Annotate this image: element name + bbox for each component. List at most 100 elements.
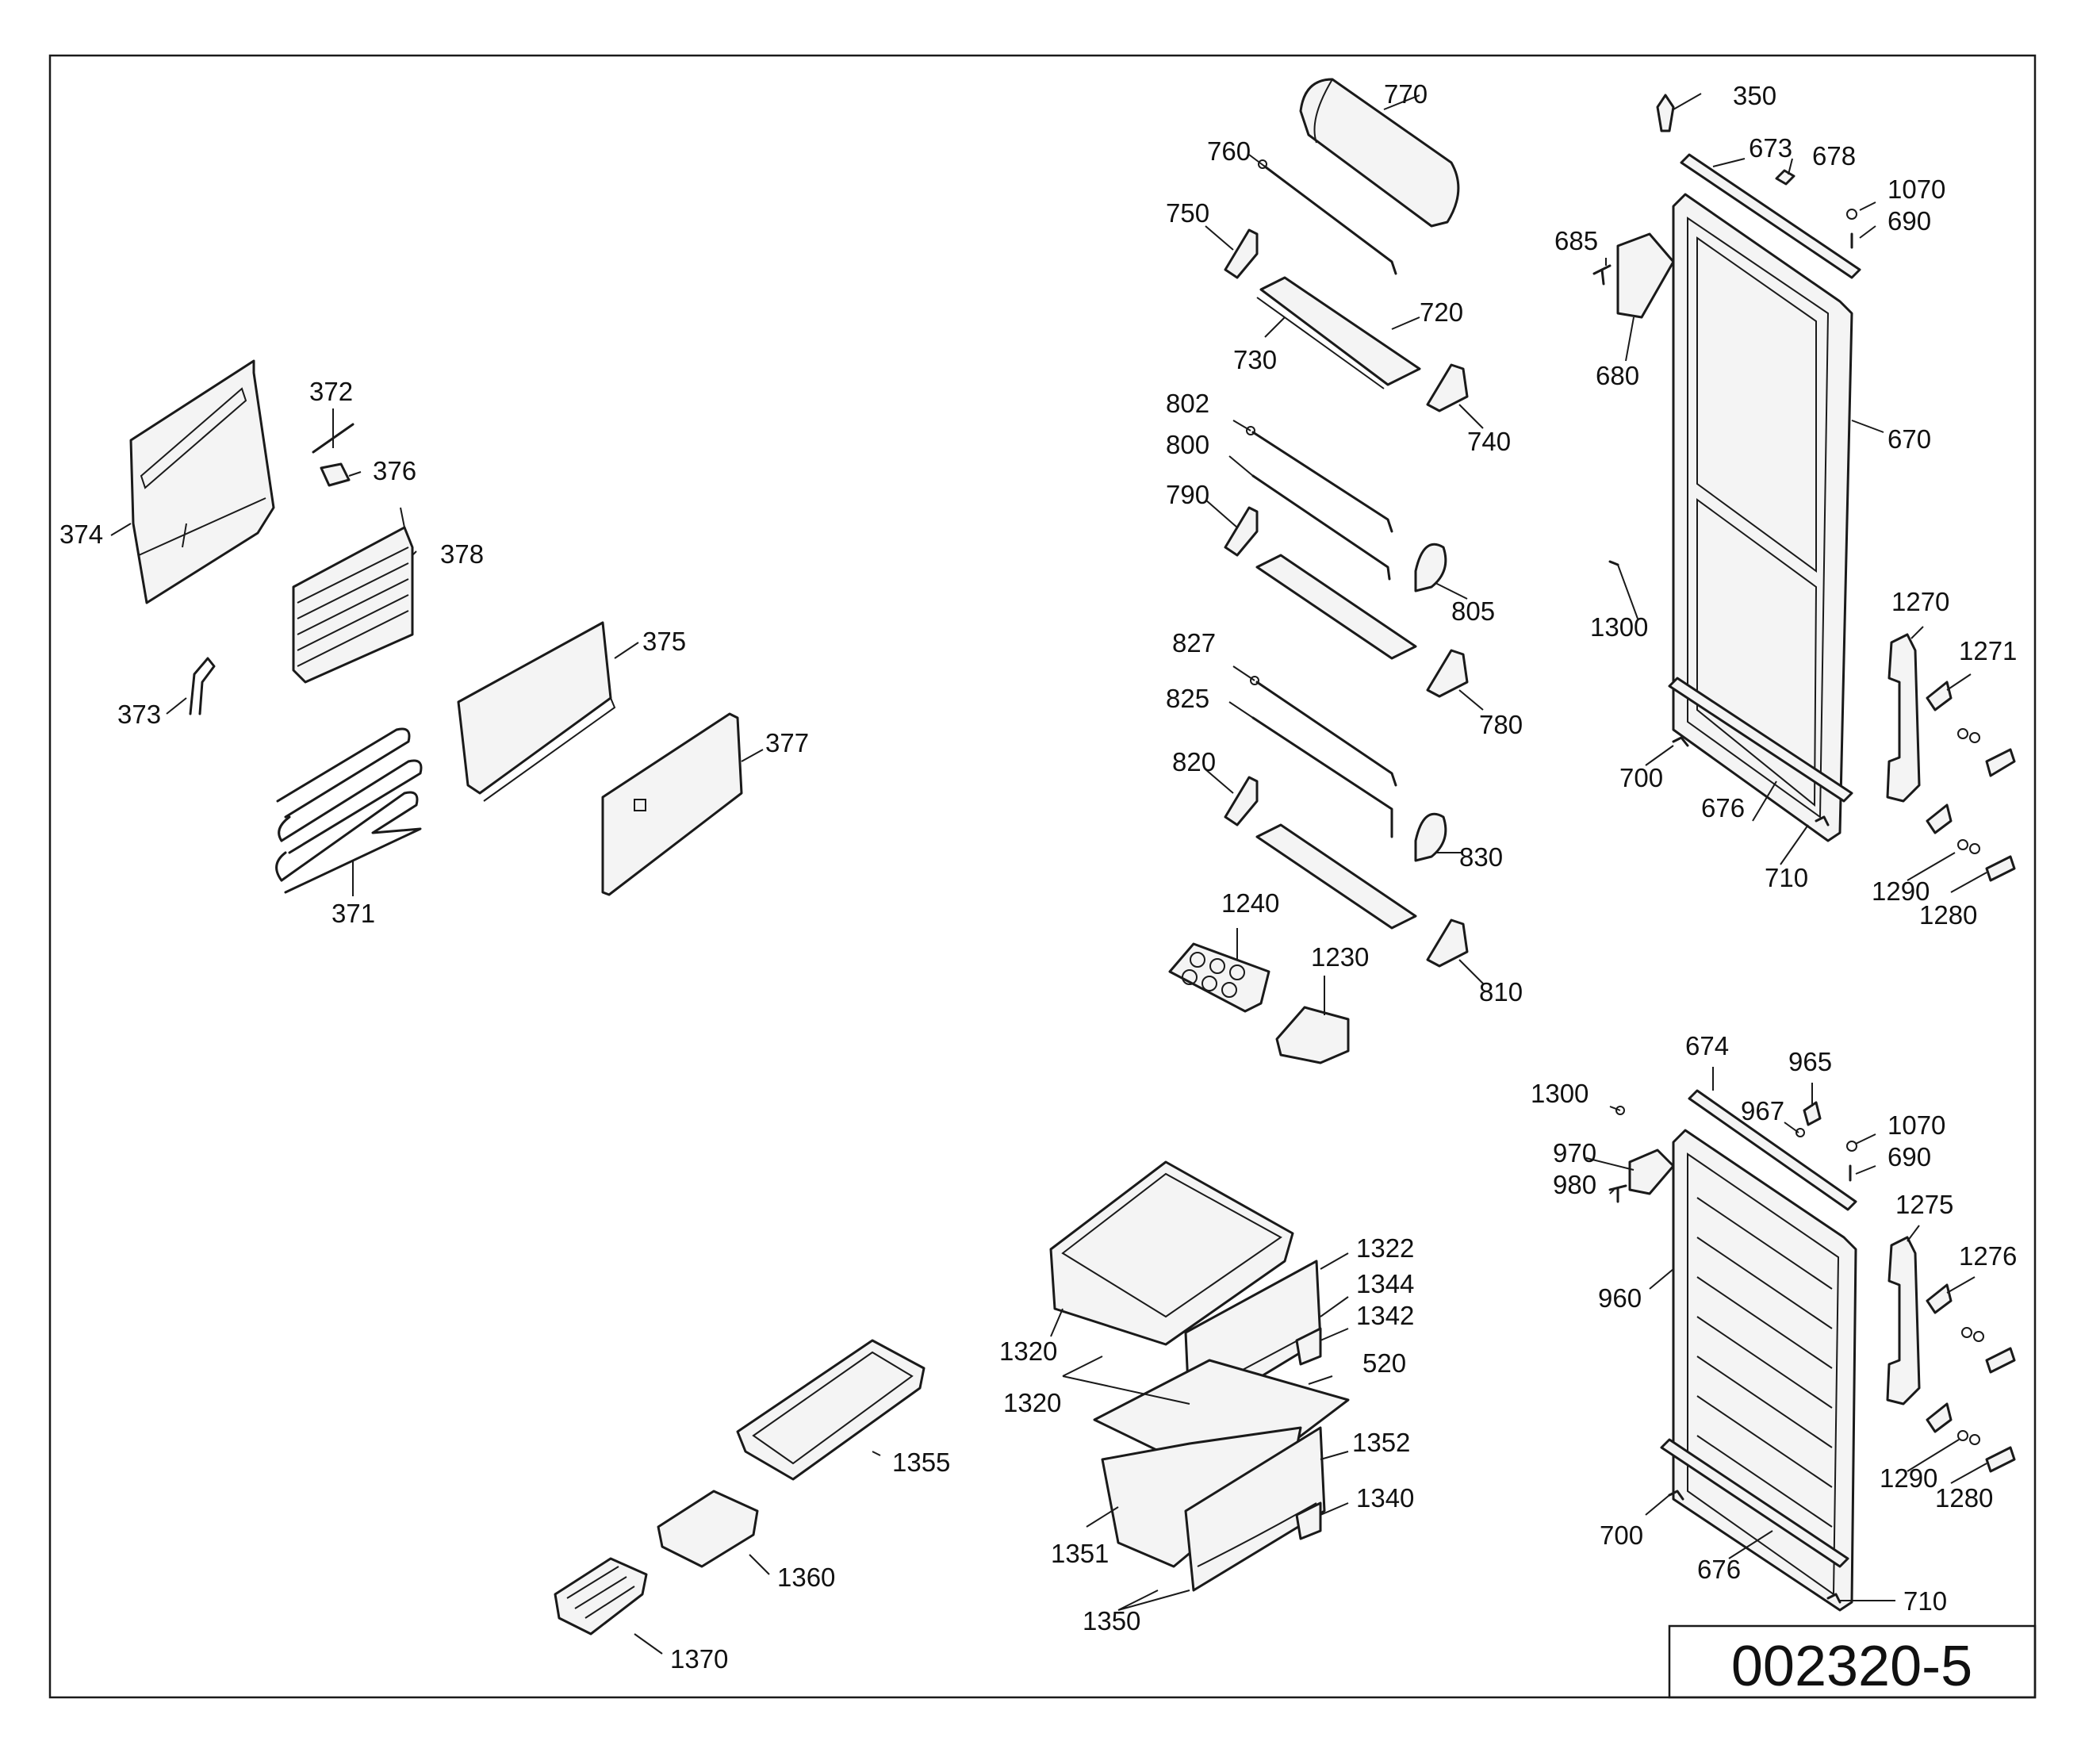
part-800-rod: [1251, 474, 1391, 581]
part-1352-drawer-front: [1184, 1426, 1326, 1592]
callout-1322: 1322: [1356, 1233, 1414, 1263]
part-820-bracket: [1224, 776, 1259, 826]
callout-520: 520: [1362, 1348, 1406, 1378]
callout-810: 810: [1479, 977, 1523, 1007]
drawers-group: [554, 1160, 1350, 1636]
callout-1300-lower: 1300: [1531, 1079, 1589, 1108]
part-1070-plug-lower: [1846, 1141, 1857, 1152]
callout-371: 371: [332, 899, 375, 928]
callout-1300: 1300: [1590, 612, 1648, 642]
callout-1352: 1352: [1352, 1428, 1410, 1457]
part-674-top-strip: [1688, 1089, 1857, 1211]
part-790-bracket: [1224, 506, 1259, 557]
callout-673: 673: [1749, 133, 1792, 163]
part-1230-butter-dish: [1275, 1006, 1350, 1064]
part-shelf-glass-3: [1255, 823, 1417, 930]
callout-1320-second: 1320: [1003, 1388, 1061, 1417]
part-970-hinge: [1628, 1149, 1675, 1195]
callout-350: 350: [1733, 81, 1776, 110]
part-1300-pin-lower: [1615, 1106, 1625, 1115]
callout-960: 960: [1598, 1283, 1642, 1313]
callout-1290: 1290: [1872, 876, 1930, 906]
part-685-screw: [1592, 264, 1612, 286]
part-1280-cap: [1985, 748, 2016, 777]
callout-750: 750: [1166, 198, 1209, 228]
part-760-rod: [1263, 165, 1397, 275]
part-1342-label: [1295, 1327, 1322, 1366]
callout-830: 830: [1459, 842, 1503, 872]
part-740-bracket: [1426, 363, 1469, 412]
callout-678: 678: [1812, 141, 1856, 171]
part-1271-bracket-lower: [1926, 803, 1953, 834]
lower-door-group: [1608, 1089, 2016, 1612]
callout-965: 965: [1788, 1047, 1832, 1076]
part-802-rod: [1251, 431, 1393, 533]
fridge-shelves-group: [1168, 78, 1469, 1064]
upper-door-group: [1592, 94, 2016, 882]
callout-730: 730: [1233, 345, 1277, 374]
part-1270-hinge: [1886, 633, 1921, 803]
callout-labels: 770 760 750 720 730 740 802 800 790 805 …: [59, 79, 2017, 1674]
part-670-door: [1672, 193, 1853, 842]
callout-700: 700: [1619, 763, 1663, 792]
document-number: 002320-5: [1731, 1635, 1972, 1698]
title-block: [1668, 1624, 2037, 1699]
part-1280-cap-door2: [1985, 1347, 2016, 1374]
part-1280-cap-lower: [1985, 855, 2016, 882]
callout-760: 760: [1207, 136, 1251, 166]
callout-820: 820: [1172, 747, 1216, 777]
part-827-rod: [1255, 681, 1397, 787]
part-373-fitting: [189, 657, 216, 715]
callout-1360: 1360: [777, 1563, 835, 1592]
part-710-clip-lower: [1826, 1593, 1841, 1604]
part-805-clip: [1414, 543, 1447, 592]
callout-690: 690: [1887, 206, 1931, 236]
callout-372: 372: [309, 377, 353, 406]
part-377-panel: [601, 712, 743, 896]
callout-1351: 1351: [1051, 1539, 1109, 1568]
callout-1290-lower: 1290: [1880, 1463, 1937, 1493]
callout-802: 802: [1166, 389, 1209, 418]
part-375-cover: [457, 621, 612, 795]
callout-374: 374: [59, 520, 103, 549]
part-967-screw: [1795, 1128, 1805, 1137]
callout-1320: 1320: [999, 1336, 1057, 1366]
callout-674: 674: [1685, 1031, 1729, 1060]
part-350-pin: [1656, 94, 1675, 132]
part-1070-plug: [1846, 209, 1857, 220]
callout-378: 378: [440, 539, 484, 569]
callout-1275: 1275: [1895, 1190, 1953, 1219]
part-700-hinge-lower: [1668, 1490, 1684, 1501]
part-710-clip: [1815, 815, 1830, 826]
callout-377: 377: [765, 728, 809, 757]
callout-375: 375: [642, 627, 686, 656]
callout-1280: 1280: [1919, 900, 1977, 930]
callout-1344: 1344: [1356, 1269, 1414, 1298]
callout-1070: 1070: [1887, 174, 1945, 204]
callout-1270: 1270: [1891, 587, 1949, 616]
part-750-bracket: [1224, 228, 1259, 279]
part-960-door: [1672, 1129, 1857, 1612]
callout-373: 373: [117, 700, 161, 729]
callout-1350: 1350: [1083, 1606, 1140, 1636]
callout-690-lower: 690: [1887, 1142, 1931, 1172]
part-678-cap: [1775, 169, 1795, 186]
callout-827: 827: [1172, 628, 1216, 658]
part-1340-label: [1295, 1501, 1322, 1540]
part-shelf-glass-2: [1255, 554, 1417, 660]
callout-720: 720: [1420, 297, 1463, 327]
part-676-bottom-strip-lower: [1660, 1438, 1849, 1568]
part-1370-ice-cube-tray: [554, 1557, 648, 1636]
part-1271-bracket: [1926, 681, 1953, 711]
callout-1280-lower: 1280: [1935, 1483, 1993, 1513]
callout-676-lower: 676: [1697, 1555, 1741, 1584]
callout-805: 805: [1451, 596, 1495, 626]
part-780-bracket: [1426, 649, 1469, 698]
part-825-rod: [1251, 716, 1393, 838]
callout-685: 685: [1554, 226, 1598, 255]
part-1276-bracket-lower: [1926, 1402, 1953, 1433]
part-371-heater-coil: [275, 727, 423, 894]
callout-980: 980: [1553, 1170, 1596, 1199]
part-1275-hinge: [1886, 1236, 1921, 1405]
